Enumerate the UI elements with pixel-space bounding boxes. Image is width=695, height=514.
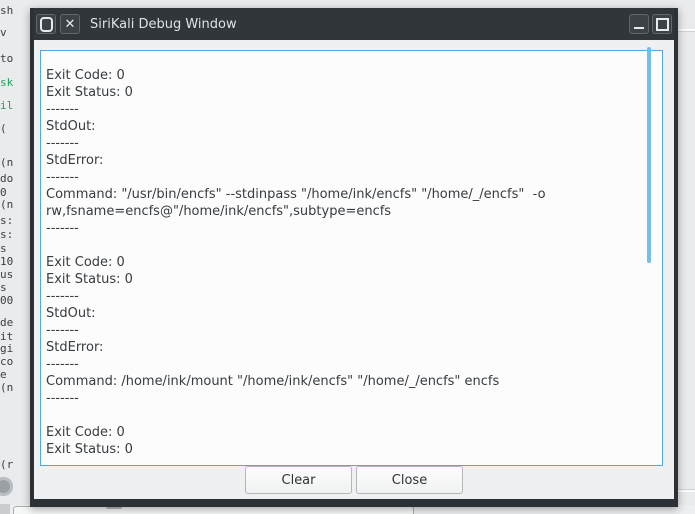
titlebar[interactable]: ✕ SiriKali Debug Window xyxy=(34,8,674,40)
background-widget-corner xyxy=(0,504,10,514)
debug-log-output[interactable]: Exit Code: 0 Exit Status: 0 ------- StdO… xyxy=(40,50,663,466)
background-text-fragment: (n xyxy=(0,198,14,211)
close-icon: ✕ xyxy=(64,16,76,32)
vertical-scrollbar[interactable] xyxy=(647,47,651,263)
minimize-icon xyxy=(634,27,644,29)
background-text-fragment: 0 xyxy=(0,186,7,199)
background-window-edge xyxy=(678,489,695,492)
background-app-icon xyxy=(0,477,13,496)
background-text-fragment: de xyxy=(0,316,14,329)
background-text-fragment: sk xyxy=(0,76,14,89)
background-text-fragment: 00 xyxy=(0,294,14,307)
dialog-body: Exit Code: 0 Exit Status: 0 ------- StdO… xyxy=(34,40,674,499)
background-text-fragment: (r xyxy=(0,458,14,471)
maximize-icon xyxy=(655,17,669,31)
background-text-fragment: gi xyxy=(0,342,14,355)
clear-button[interactable]: Clear xyxy=(245,466,352,494)
sirikali-debug-window: ✕ SiriKali Debug Window Exit Code: 0 Exi… xyxy=(30,8,678,507)
background-text-fragment: co xyxy=(0,355,14,368)
close-button[interactable]: Close xyxy=(356,466,463,494)
background-text-fragment: to xyxy=(0,52,14,65)
background-text-fragment: do xyxy=(0,172,14,185)
window-menu-button[interactable] xyxy=(36,14,56,34)
background-text-fragment: 10 xyxy=(0,255,14,268)
minimize-button[interactable] xyxy=(629,14,649,34)
background-window-edge xyxy=(678,29,695,32)
background-text-fragment: v xyxy=(0,26,7,39)
background-text-fragment: il xyxy=(0,99,14,112)
close-window-button[interactable]: ✕ xyxy=(60,14,80,34)
background-text-fragment: s xyxy=(0,242,7,255)
background-text-fragment: ( xyxy=(0,122,7,135)
background-text-fragment: (n xyxy=(0,381,14,394)
window-title: SiriKali Debug Window xyxy=(90,16,237,32)
background-widget xyxy=(13,506,414,514)
background-text-fragment: e xyxy=(0,368,7,381)
background-text-fragment: it xyxy=(0,330,14,343)
button-row: Clear Close xyxy=(34,466,674,494)
background-text-fragment: sh xyxy=(0,4,14,17)
window-menu-icon xyxy=(39,16,53,32)
background-text-fragment: s xyxy=(0,281,7,294)
background-text-fragment: (n xyxy=(0,156,14,169)
background-text-fragment: s: xyxy=(0,228,14,241)
maximize-button[interactable] xyxy=(652,14,672,34)
background-text-fragment: us xyxy=(0,268,14,281)
background-text-fragment: s: xyxy=(0,214,14,227)
